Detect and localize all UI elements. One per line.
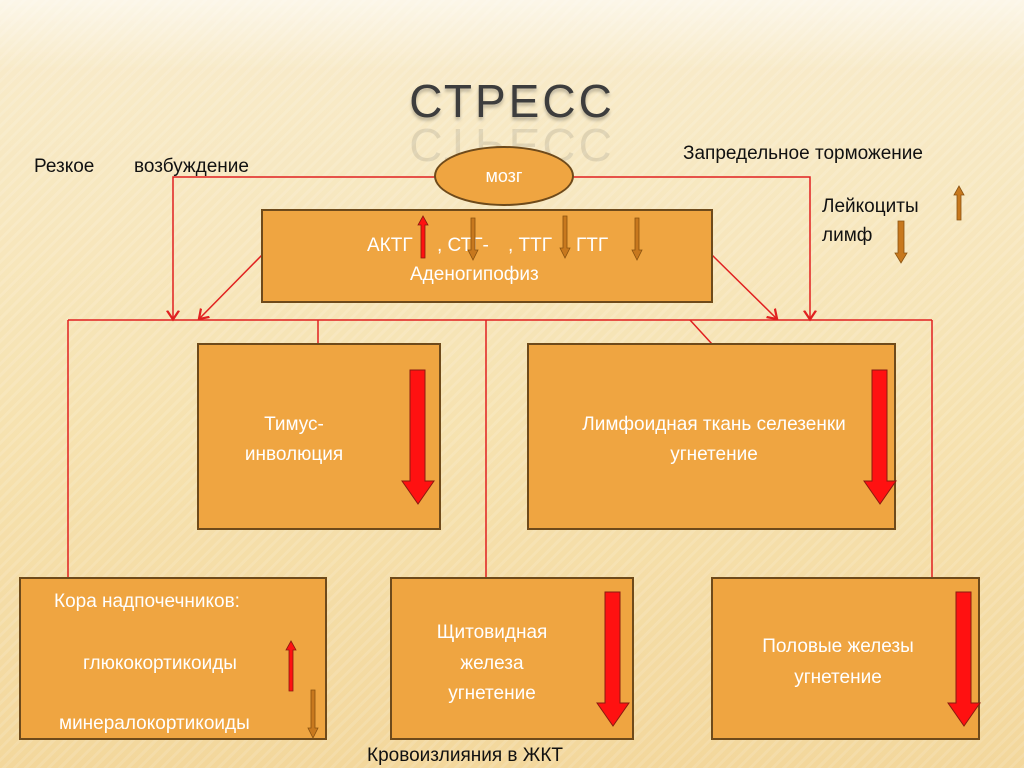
gonads-box: Половые железы угнетение [711, 577, 981, 740]
thyroid-label-2: железа [460, 653, 524, 674]
excitation-label: возбуждение [134, 156, 249, 177]
hormone-gtg: ГТГ [576, 235, 609, 256]
adrenal-cortex-title: Кора надпочечников: [54, 591, 240, 612]
lymph-label: лимф [822, 225, 873, 246]
lymphoid-label-1: Лимфоидная ткань селезенки [582, 414, 846, 435]
down-arrow-icon [894, 220, 908, 264]
brain-node: мозг [434, 146, 574, 206]
down-arrow-icon [596, 591, 630, 727]
lymphoid-tissue-box: Лимфоидная ткань селезенки угнетение [527, 343, 897, 530]
down-arrow-icon [863, 369, 897, 505]
thymus-label-1: Тимус- [264, 414, 324, 435]
thyroid-box: Щитовидная железа угнетение [390, 577, 634, 740]
hormone-actg: АКТГ [367, 235, 413, 256]
background-band [0, 0, 1024, 70]
adrenal-cortex-box: Кора надпочечников: глюкокортикоиды мине… [19, 577, 327, 740]
thyroid-label-3: угнетение [448, 683, 536, 704]
glucocorticoids-label: глюкокортикоиды [83, 653, 237, 674]
down-arrow-icon [307, 689, 319, 739]
gonads-label-1: Половые железы [762, 636, 914, 657]
thymus-box: Тимус- инволюция [197, 343, 441, 530]
mineralocorticoids-label: минералокортикоиды [59, 713, 250, 734]
down-arrow-icon [559, 215, 571, 259]
hormone-stg: , СТГ- [437, 235, 489, 256]
down-arrow-icon [947, 591, 981, 727]
up-arrow-icon [417, 215, 429, 259]
lymphoid-label-2: угнетение [670, 444, 758, 465]
adenohypophysis-box: АКТГ , СТГ- , ТТГ ГТГ Аденогипофиз [261, 209, 713, 303]
down-arrow-icon [467, 217, 479, 261]
slide-title: СТРЕСС [409, 75, 615, 127]
thyroid-label-1: Щитовидная [436, 622, 548, 643]
hormone-ttg: , ТТГ [508, 235, 553, 256]
brain-label: мозг [485, 165, 523, 186]
gonads-label-2: угнетение [794, 667, 882, 688]
inhibition-label: Запредельное торможение [683, 143, 923, 164]
adenohypophysis-label: Аденогипофиз [410, 264, 539, 285]
leukocytes-label: Лейкоциты [822, 196, 919, 217]
sharp-label: Резкое [34, 156, 95, 177]
bottom-note: Кровоизлияния в ЖКТ [367, 745, 564, 766]
down-arrow-icon [631, 217, 643, 261]
up-arrow-icon [285, 640, 297, 692]
up-arrow-icon [953, 185, 965, 221]
down-arrow-icon [401, 369, 435, 505]
thymus-label-2: инволюция [244, 444, 344, 465]
